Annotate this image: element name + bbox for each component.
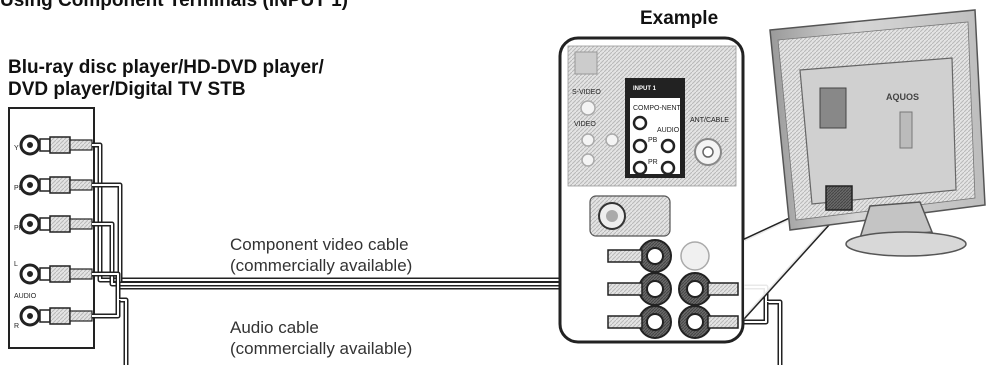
panel-label-pr: PR xyxy=(648,159,658,166)
tv-brand-logo: AQUOS xyxy=(886,92,919,102)
port-label-l: L xyxy=(14,261,18,268)
source-device-title-line2: DVD player/Digital TV STB xyxy=(8,79,246,100)
callout-wedge xyxy=(744,200,838,318)
source-jack-r xyxy=(19,305,93,327)
source-jack-pb xyxy=(19,174,93,196)
tv-terminal-panel: INPUT 1 COMPO-NENT AUDIO PB PR S-VIDEO V… xyxy=(558,36,745,344)
tv-jack-unused xyxy=(680,241,710,271)
panel-label-video: VIDEO xyxy=(574,121,596,128)
video-cable-label-line1: Component video cable xyxy=(230,235,409,254)
port-label-r: R xyxy=(14,323,19,330)
panel-label-component: COMPO-NENT xyxy=(633,105,682,112)
tv-jack-y xyxy=(607,239,672,273)
video-cable-label-line2: (commercially available) xyxy=(230,256,413,275)
port-label-pr: PR xyxy=(14,225,24,232)
tv-back-illustration: AQUOS xyxy=(769,9,986,257)
port-label-audio: AUDIO xyxy=(14,293,37,300)
panel-label-audio: AUDIO xyxy=(657,127,680,134)
source-jack-pr xyxy=(19,213,93,235)
panel-label-pb: PB xyxy=(648,137,658,144)
tv-jack-audio-r xyxy=(678,305,739,339)
audio-cable-label-line1: Audio cable xyxy=(230,318,319,337)
audio-cable-label-line2: (commercially available) xyxy=(230,339,413,358)
tv-jack-pb xyxy=(607,272,672,306)
port-label-pb: PB xyxy=(14,185,24,192)
source-device-title-line1: Blu-ray disc player/HD-DVD player/ xyxy=(8,57,324,78)
component-video-cable xyxy=(92,142,636,325)
tv-jack-pr xyxy=(607,305,672,339)
input1-label: INPUT 1 xyxy=(633,86,657,92)
panel-label-antcable: ANT/CABLE xyxy=(690,117,729,124)
panel-label-svideo: S-VIDEO xyxy=(572,89,601,96)
source-jack-y xyxy=(19,134,93,156)
port-label-y: Y xyxy=(14,145,19,152)
tv-rear-terminal xyxy=(825,185,853,211)
example-heading: Example xyxy=(640,8,719,29)
page-heading: Using Component Terminals (INPUT 1) xyxy=(0,0,349,11)
